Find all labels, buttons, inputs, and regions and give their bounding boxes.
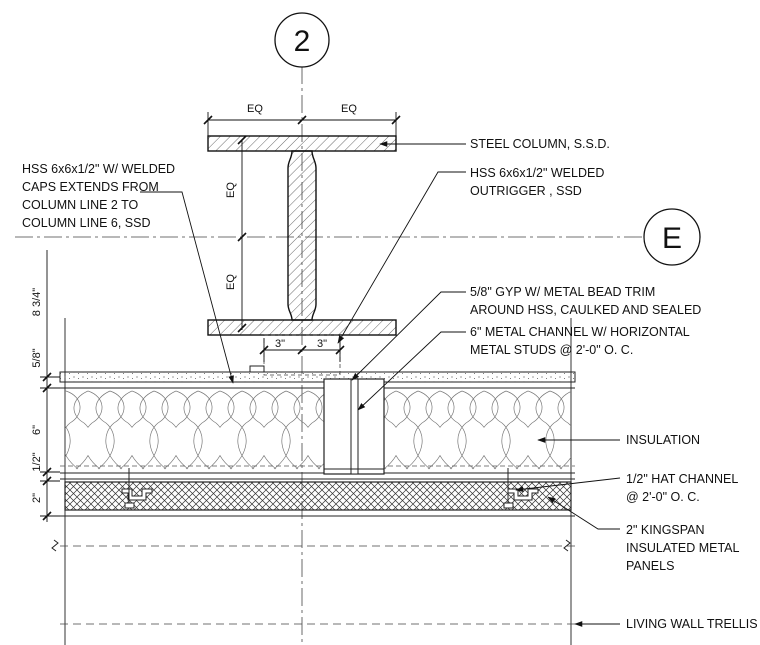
leader-hss-outrigger	[337, 171, 466, 344]
dim-panel-thickness: 2"	[31, 493, 43, 503]
note-gyp: 5/8" GYP W/ METAL BEAD TRIM AROUND HSS, …	[470, 285, 701, 317]
note-gyp-line-2: AROUND HSS, CAULKED AND SEALED	[470, 303, 701, 317]
right-break-mark	[563, 539, 571, 552]
insulation-batt	[65, 389, 571, 473]
column-bottom-flange	[207, 319, 397, 336]
note-gyp-line-1: 5/8" GYP W/ METAL BEAD TRIM	[470, 285, 655, 299]
note-hss-caps-line-4: COLUMN LINE 6, SSD	[22, 216, 151, 230]
wall-assembly	[51, 318, 576, 645]
leader-gyp	[351, 291, 466, 381]
leader-hat-channel	[515, 477, 621, 492]
column-web	[287, 150, 317, 321]
leader-metal-channel	[357, 331, 466, 411]
note-metal-channel-line-2: METAL STUDS @ 2'-0" O. C.	[470, 343, 633, 357]
left-break-mark	[51, 539, 59, 552]
note-kingspan-line-2: INSULATED METAL	[626, 541, 739, 555]
dim-insulation-thickness: 6"	[31, 425, 43, 435]
dim-right-3in: 3"	[317, 338, 327, 350]
leader-kingspan	[547, 496, 620, 530]
note-hss-caps-line-1: HSS 6x6x1/2" W/ WELDED	[22, 162, 175, 176]
note-insulation-line-1: INSULATION	[626, 433, 700, 447]
note-hat-channel: 1/2" HAT CHANNEL @ 2'-0" O. C.	[626, 472, 741, 504]
gridline-bubble-2	[274, 12, 330, 68]
leaders	[140, 141, 621, 627]
note-hat-channel-line-2: @ 2'-0" O. C.	[626, 490, 700, 504]
note-metal-channel: 6" METAL CHANNEL W/ HORIZONTAL METAL STU…	[470, 325, 693, 357]
note-kingspan-line-3: PANELS	[626, 559, 674, 573]
note-trellis-line-1: LIVING WALL TRELLIS	[626, 617, 758, 631]
gridline-label-e: E	[662, 222, 682, 255]
gridline-bubble-e	[643, 208, 701, 266]
dim-gyp-thickness: 5/8"	[31, 348, 43, 367]
kingspan-panel	[64, 481, 572, 511]
steel-column	[207, 135, 397, 336]
dim-top-left-eq: EQ	[247, 103, 263, 115]
dimensions	[40, 112, 401, 522]
note-steel-column-line-1: STEEL COLUMN, S.S.D.	[470, 137, 610, 151]
note-insulation: INSULATION	[626, 433, 700, 447]
note-hss-outrigger-line-2: OUTRIGGER , SSD	[470, 184, 582, 198]
note-hss-caps-line-2: CAPS EXTENDS FROM	[22, 180, 159, 194]
note-kingspan-line-1: 2" KINGSPAN	[626, 523, 705, 537]
dim-overall-height: 8 3/4"	[31, 288, 43, 316]
dim-web-upper-eq: EQ	[225, 182, 237, 198]
note-hss-outrigger-line-1: HSS 6x6x1/2" WELDED	[470, 166, 604, 180]
hat-channel-fastener-left	[121, 468, 153, 509]
gyp-board	[59, 371, 576, 383]
note-hss-outrigger: HSS 6x6x1/2" WELDED OUTRIGGER , SSD	[470, 166, 608, 198]
note-trellis: LIVING WALL TRELLIS	[626, 617, 758, 631]
leader-hss-caps	[140, 191, 234, 384]
gridlines: 2 E	[15, 12, 701, 645]
note-hss-caps: HSS 6x6x1/2" W/ WELDED CAPS EXTENDS FROM…	[22, 162, 179, 230]
note-steel-column: STEEL COLUMN, S.S.D.	[470, 137, 610, 151]
column-top-flange	[207, 135, 397, 152]
dim-top-right-eq: EQ	[341, 103, 357, 115]
note-hss-caps-line-3: COLUMN LINE 2 TO	[22, 198, 139, 212]
metal-stud	[350, 378, 359, 475]
note-kingspan: 2" KINGSPAN INSULATED METAL PANELS	[626, 523, 742, 573]
note-metal-channel-line-1: 6" METAL CHANNEL W/ HORIZONTAL	[470, 325, 690, 339]
note-hat-channel-line-1: 1/2" HAT CHANNEL	[626, 472, 738, 486]
dim-web-lower-eq: EQ	[225, 274, 237, 290]
hss-cap-trim	[249, 365, 265, 372]
gridline-label-2: 2	[294, 25, 311, 58]
dim-hat-channel-thickness: 1/2"	[31, 452, 43, 471]
dim-left-3in: 3"	[275, 338, 285, 350]
